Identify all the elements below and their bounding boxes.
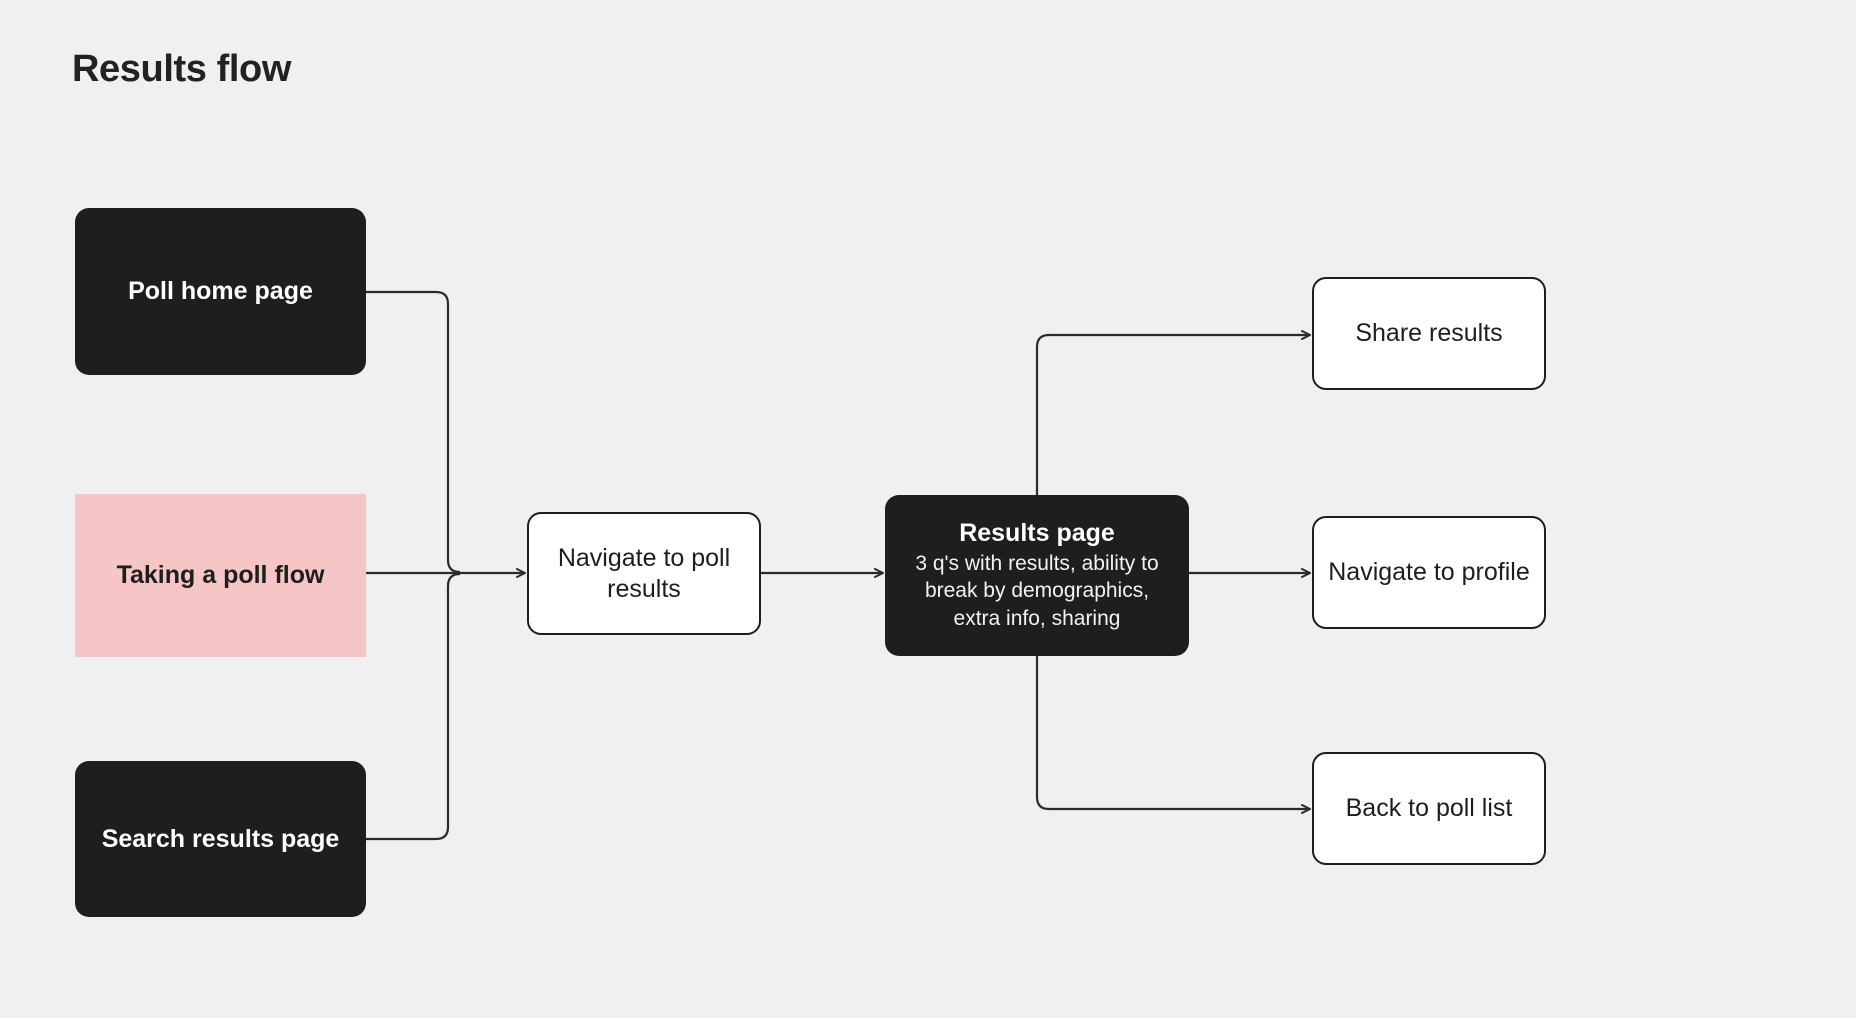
node-label: Navigate to profile [1328, 558, 1530, 587]
node-search-results-page[interactable]: Search results page [75, 761, 366, 917]
node-label: Back to poll list [1345, 794, 1513, 823]
node-back-to-poll-list[interactable]: Back to poll list [1312, 752, 1546, 865]
edge-results-page-to-back-poll-list [1035, 656, 1311, 814]
node-navigate-to-poll-results[interactable]: Navigate to poll results [527, 512, 761, 635]
edge-search-results-to-navigate [366, 572, 461, 841]
node-navigate-to-profile[interactable]: Navigate to profile [1312, 516, 1546, 629]
node-label: Results page [959, 519, 1115, 548]
node-label: Poll home page [128, 277, 313, 306]
page-title: Results flow [72, 48, 292, 90]
node-poll-home-page[interactable]: Poll home page [75, 208, 366, 375]
node-results-page[interactable]: Results page 3 q's with results, ability… [885, 495, 1189, 656]
edge-poll-home-to-navigate [366, 290, 461, 574]
node-sublabel: 3 q's with results, ability to break by … [915, 551, 1159, 631]
edge-results-page-to-share-results [1035, 330, 1311, 495]
node-taking-a-poll-flow[interactable]: Taking a poll flow [75, 494, 366, 657]
node-label: Navigate to poll results [557, 544, 731, 603]
node-label: Search results page [101, 824, 340, 853]
node-share-results[interactable]: Share results [1312, 277, 1546, 390]
node-label: Taking a poll flow [116, 561, 325, 590]
node-label: Share results [1355, 319, 1503, 348]
